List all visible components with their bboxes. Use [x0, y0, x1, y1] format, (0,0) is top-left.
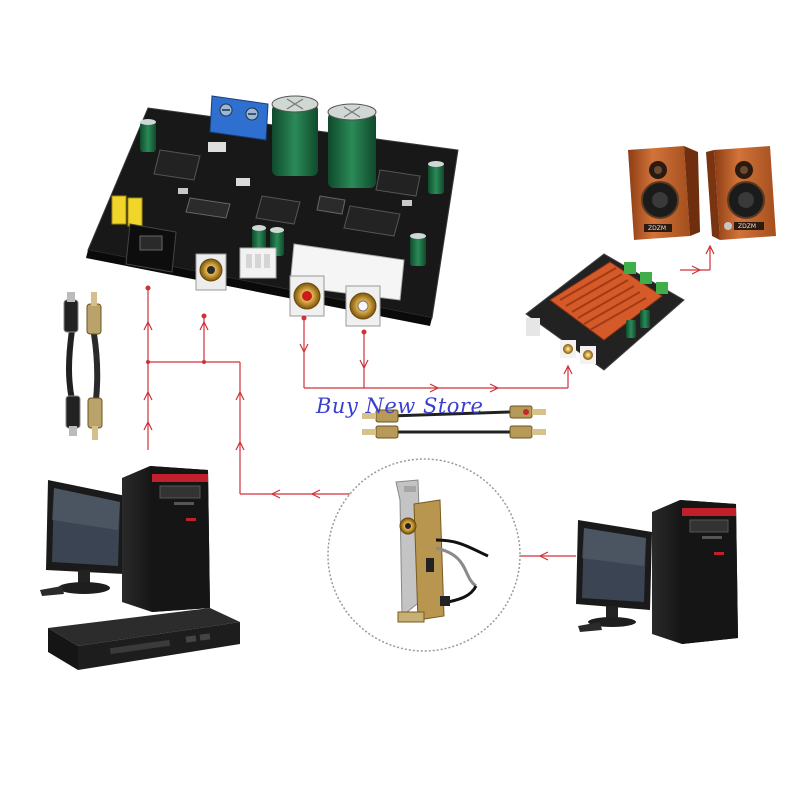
amplifier-board — [525, 253, 685, 371]
speaker-right: ZDZM — [706, 146, 776, 240]
coaxial-cable — [86, 292, 103, 440]
blue-terminal — [209, 95, 269, 141]
svg-text:ZDZM: ZDZM — [648, 225, 666, 232]
sound-card-bracket — [327, 458, 521, 652]
desktop-pc-left — [40, 466, 210, 612]
coax-input-jack — [195, 253, 227, 291]
rca-output-red — [289, 275, 325, 317]
store-watermark: Buy New Store — [316, 394, 484, 418]
dvd-player — [48, 608, 240, 670]
desktop-pc-right — [576, 500, 738, 644]
rca-stereo-cable — [362, 405, 546, 439]
capacitor-large-1 — [271, 95, 319, 176]
capacitor-large-2 — [327, 103, 377, 188]
signal-lines — [143, 244, 715, 561]
rca-output-white — [345, 285, 381, 327]
decoder-board — [86, 95, 459, 327]
speaker-left: ZDZM — [628, 146, 700, 240]
svg-text:ZDZM: ZDZM — [738, 223, 756, 230]
junction-dots — [145, 285, 367, 364]
optical-cable — [63, 292, 81, 436]
